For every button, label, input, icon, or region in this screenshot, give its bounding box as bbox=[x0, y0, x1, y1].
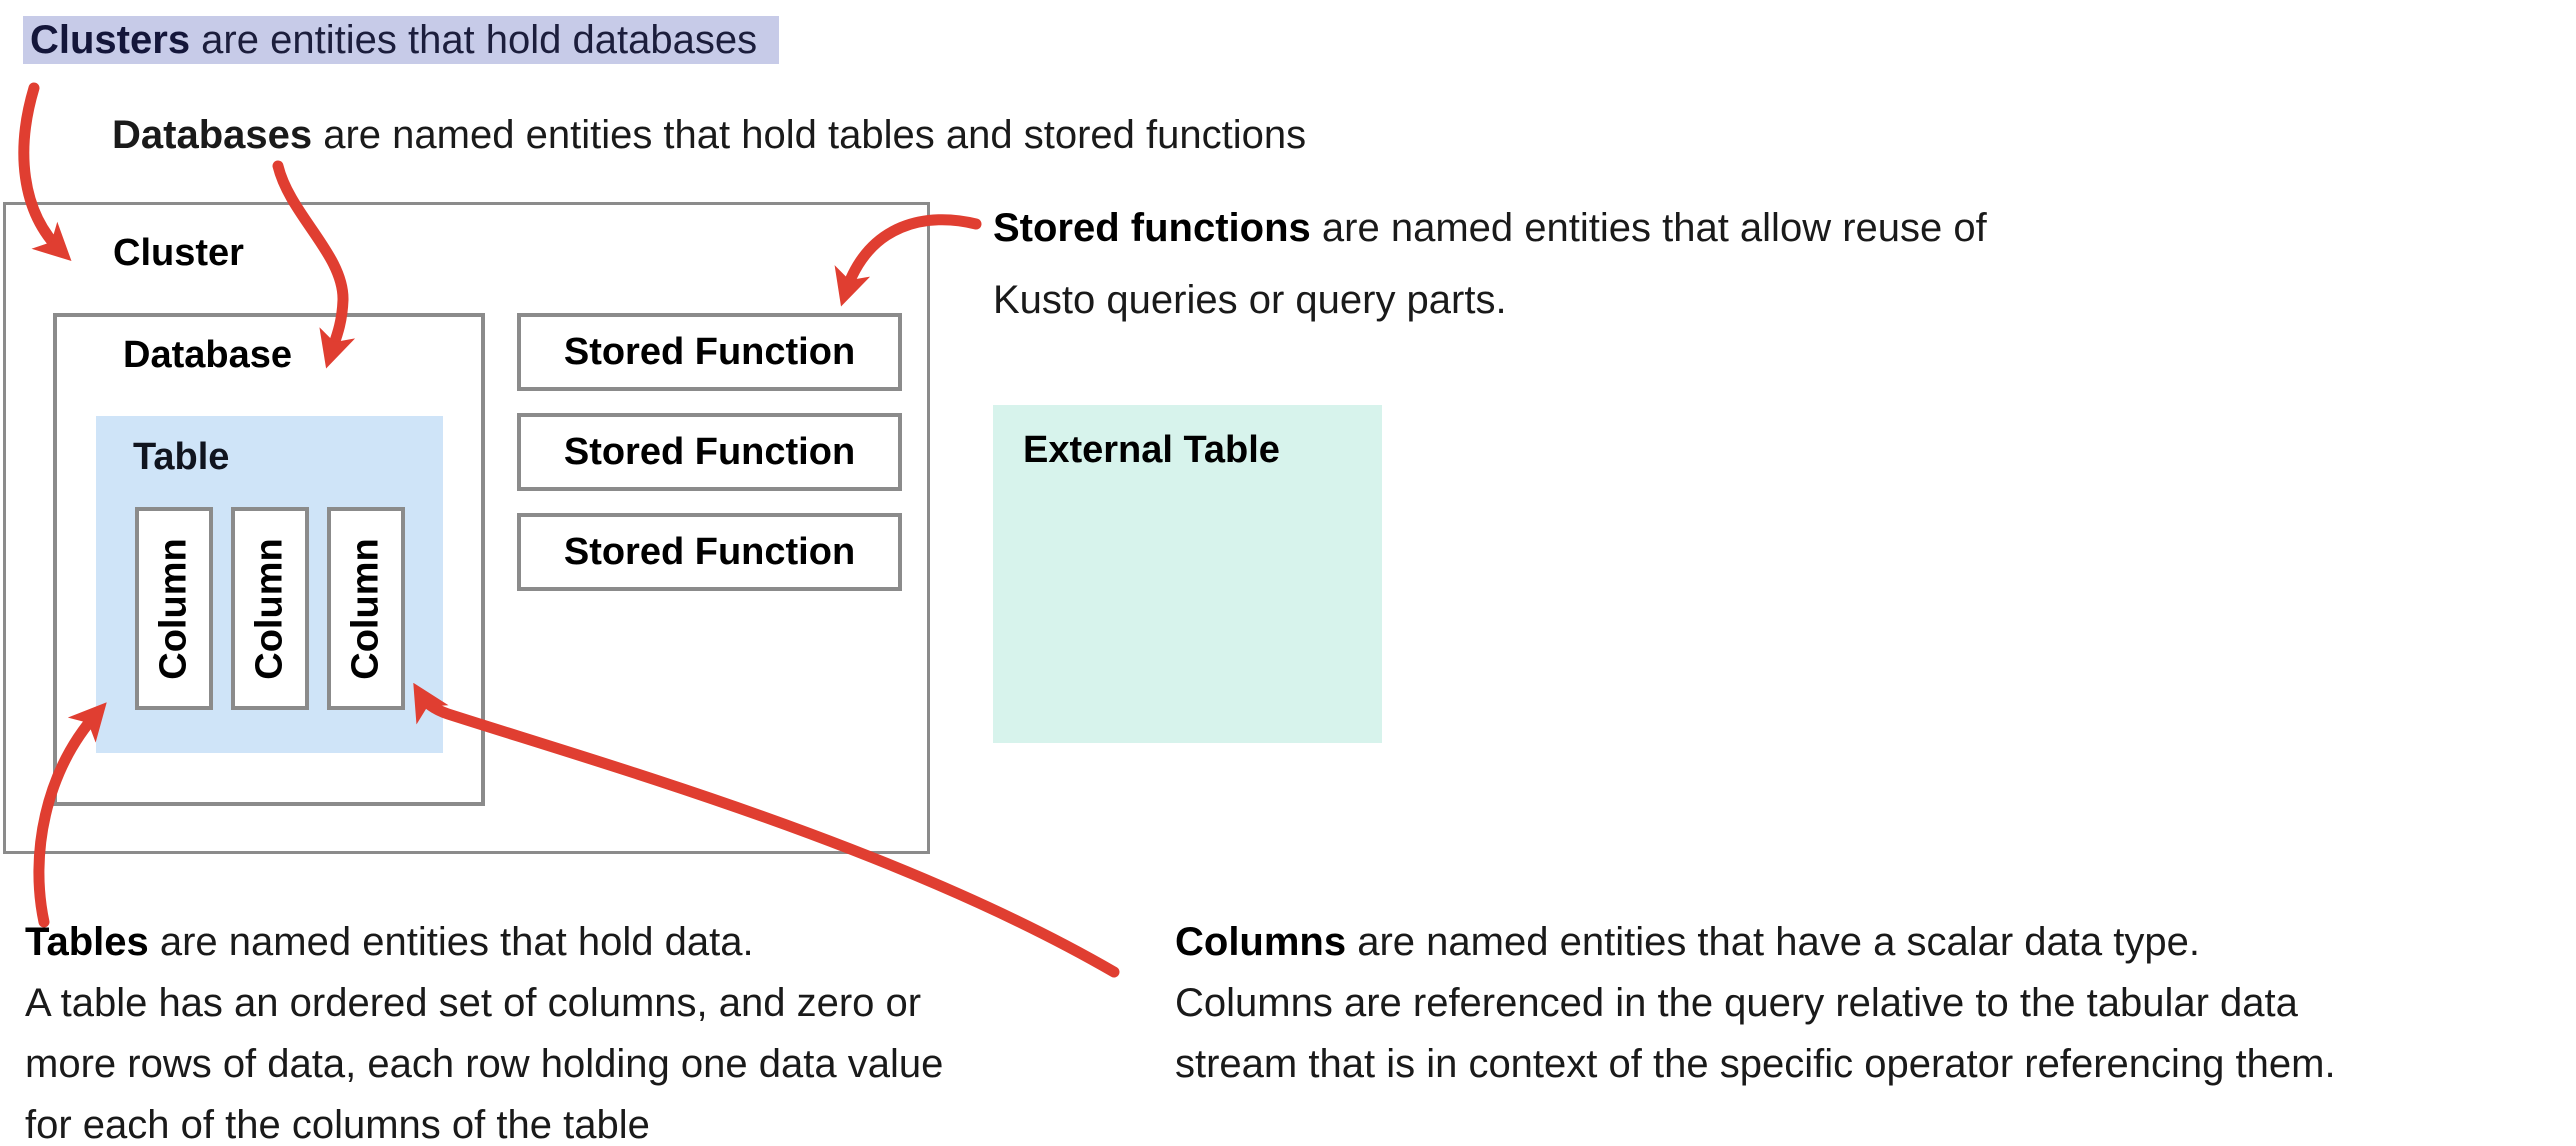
tables-annotation: Tables are named entities that hold data… bbox=[25, 912, 943, 1146]
databases-annotation: Databases are named entities that hold t… bbox=[112, 112, 1306, 158]
stored-functions-annotation: Stored functions are named entities that… bbox=[993, 192, 1987, 336]
columns-annotation-line2: Columns are referenced in the query rela… bbox=[1175, 981, 2298, 1025]
external-table-label: External Table bbox=[1023, 429, 1280, 471]
databases-annotation-bold: Databases bbox=[112, 113, 313, 157]
columns-annotation-line3: stream that is in context of the specifi… bbox=[1175, 1042, 2336, 1086]
column-box-3: Column bbox=[327, 507, 405, 710]
stored-function-box-3: Stored Function bbox=[517, 513, 902, 591]
tables-annotation-line3: more rows of data, each row holding one … bbox=[25, 1042, 944, 1086]
column-box-2: Column bbox=[231, 507, 309, 710]
column-label-2: Column bbox=[248, 537, 291, 680]
stored-function-box-2: Stored Function bbox=[517, 413, 902, 491]
stored-function-box-1: Stored Function bbox=[517, 313, 902, 391]
database-label: Database bbox=[123, 334, 292, 376]
tables-annotation-rest: are named entities that hold data. bbox=[148, 920, 754, 964]
clusters-annotation-rest: are entities that hold databases bbox=[190, 18, 758, 62]
clusters-annotation: Clusters are entities that hold database… bbox=[23, 16, 780, 64]
columns-annotation: Columns are named entities that have a s… bbox=[1175, 912, 2336, 1095]
stored-functions-annotation-rest: are named entities that allow reuse of bbox=[1310, 206, 1987, 250]
tables-annotation-line2: A table has an ordered set of columns, a… bbox=[25, 981, 922, 1025]
column-label-3: Column bbox=[344, 537, 387, 680]
tables-annotation-bold: Tables bbox=[25, 920, 149, 964]
columns-annotation-rest: are named entities that have a scalar da… bbox=[1346, 920, 2200, 964]
columns-annotation-bold: Columns bbox=[1175, 920, 1347, 964]
table-label: Table bbox=[133, 436, 230, 478]
databases-annotation-rest: are named entities that hold tables and … bbox=[312, 113, 1307, 157]
column-box-1: Column bbox=[135, 507, 213, 710]
external-table-box bbox=[993, 405, 1382, 743]
stored-functions-annotation-bold: Stored functions bbox=[993, 206, 1311, 250]
tables-annotation-line4: for each of the columns of the table bbox=[25, 1103, 650, 1146]
column-label-1: Column bbox=[152, 537, 195, 680]
clusters-annotation-bold: Clusters bbox=[30, 18, 191, 62]
stored-functions-annotation-line2: Kusto queries or query parts. bbox=[993, 278, 1507, 322]
cluster-label: Cluster bbox=[113, 232, 244, 274]
